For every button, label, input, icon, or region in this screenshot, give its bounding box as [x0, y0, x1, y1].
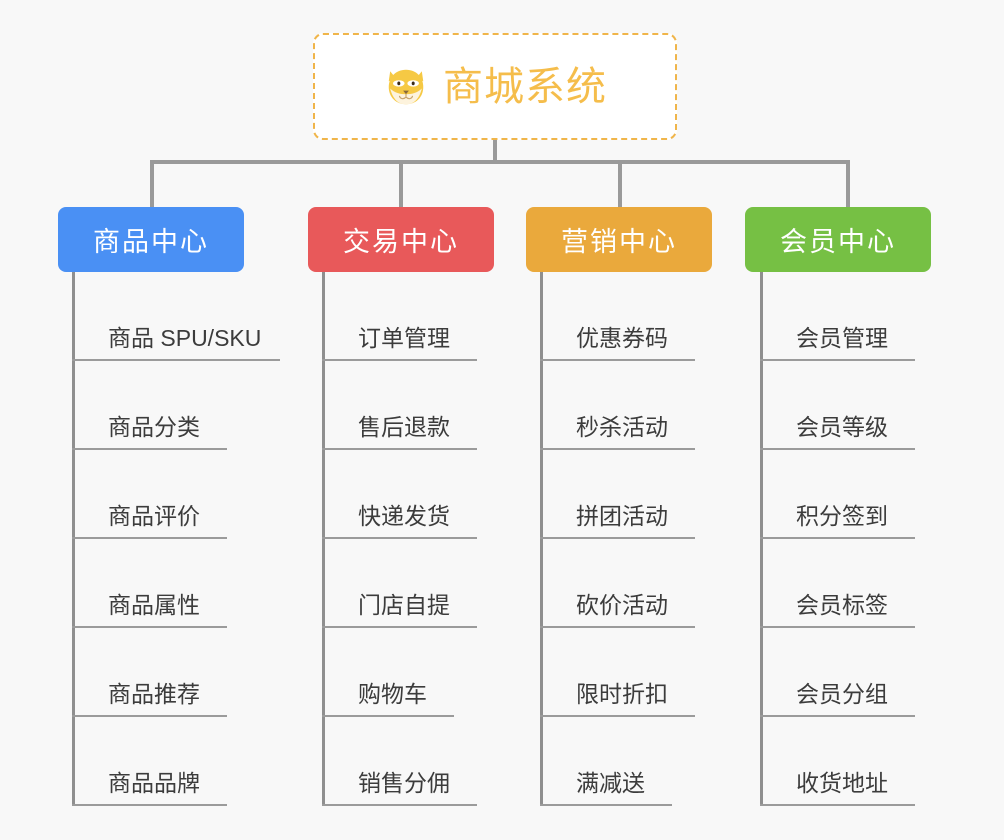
leaf-item[interactable]: 商品属性: [72, 539, 227, 628]
leaf-label: 购物车: [358, 680, 427, 707]
branch-label-2: 交易中心: [343, 227, 459, 257]
connector-branch-stem-1: [150, 162, 154, 210]
column-spine-2: [322, 272, 325, 806]
leaf-item[interactable]: 快递发货: [322, 450, 477, 539]
column-spine-3: [540, 272, 543, 806]
root-title: 商城系统: [443, 64, 607, 109]
branch-label-3: 营销中心: [561, 227, 677, 257]
leaf-item[interactable]: 积分签到: [760, 450, 915, 539]
leaf-label: 会员管理: [796, 324, 888, 351]
leaf-item[interactable]: 商品评价: [72, 450, 227, 539]
leaf-item[interactable]: 限时折扣: [540, 628, 695, 717]
root-node[interactable]: 商城系统: [313, 33, 677, 140]
leaf-item[interactable]: 商品 SPU/SKU: [72, 272, 280, 361]
leaf-label: 秒杀活动: [576, 413, 668, 440]
shiba-dog-face-icon: [388, 69, 424, 104]
branch-box-4[interactable]: 会员中心: [745, 207, 931, 272]
branch-box-2[interactable]: 交易中心: [308, 207, 494, 272]
branch-box-1[interactable]: 商品中心: [58, 207, 244, 272]
leaf-label: 优惠券码: [576, 324, 668, 351]
column-spine-4: [760, 272, 763, 806]
leaf-item[interactable]: 收货地址: [760, 717, 915, 806]
leaf-label: 快递发货: [358, 502, 450, 529]
leaf-label: 限时折扣: [576, 680, 668, 707]
leaf-item[interactable]: 会员等级: [760, 361, 915, 450]
leaf-label: 商品 SPU/SKU: [108, 324, 262, 351]
connector-horizontal-bus: [150, 160, 850, 164]
leaf-label: 门店自提: [358, 591, 450, 618]
leaf-label: 商品品牌: [108, 769, 200, 796]
connector-branch-stem-4: [846, 162, 850, 210]
branch-label-1: 商品中心: [93, 227, 209, 257]
branch-box-3[interactable]: 营销中心: [526, 207, 712, 272]
leaf-label: 商品分类: [108, 413, 200, 440]
leaf-item[interactable]: 商品分类: [72, 361, 227, 450]
leaf-label: 拼团活动: [576, 502, 668, 529]
leaf-label: 售后退款: [358, 413, 450, 440]
leaf-label: 商品评价: [108, 502, 200, 529]
connector-branch-stem-2: [399, 162, 403, 210]
leaf-label: 收货地址: [796, 769, 888, 796]
leaf-item[interactable]: 会员管理: [760, 272, 915, 361]
leaf-item[interactable]: 门店自提: [322, 539, 477, 628]
leaf-label: 会员标签: [796, 591, 888, 618]
leaf-item[interactable]: 销售分佣: [322, 717, 477, 806]
leaf-item[interactable]: 售后退款: [322, 361, 477, 450]
leaf-item[interactable]: 购物车: [322, 628, 454, 717]
leaf-item[interactable]: 拼团活动: [540, 450, 695, 539]
connector-branch-stem-3: [618, 162, 622, 210]
leaf-item[interactable]: 优惠券码: [540, 272, 695, 361]
leaf-label: 商品属性: [108, 591, 200, 618]
leaf-label: 砍价活动: [576, 591, 668, 618]
leaf-label: 会员等级: [796, 413, 888, 440]
column-spine-1: [72, 272, 75, 806]
leaf-label: 积分签到: [796, 502, 888, 529]
connector-root-stem: [493, 140, 497, 164]
leaf-label: 满减送: [576, 769, 645, 796]
leaf-item[interactable]: 秒杀活动: [540, 361, 695, 450]
leaf-item[interactable]: 商品推荐: [72, 628, 227, 717]
leaf-item[interactable]: 砍价活动: [540, 539, 695, 628]
leaf-item[interactable]: 会员分组: [760, 628, 915, 717]
leaf-item[interactable]: 满减送: [540, 717, 672, 806]
leaf-item[interactable]: 订单管理: [322, 272, 477, 361]
leaf-label: 订单管理: [358, 324, 450, 351]
leaf-item[interactable]: 会员标签: [760, 539, 915, 628]
leaf-label: 会员分组: [796, 680, 888, 707]
leaf-label: 销售分佣: [358, 769, 450, 796]
branch-label-4: 会员中心: [780, 227, 896, 257]
leaf-item[interactable]: 商品品牌: [72, 717, 227, 806]
leaf-label: 商品推荐: [108, 680, 200, 707]
